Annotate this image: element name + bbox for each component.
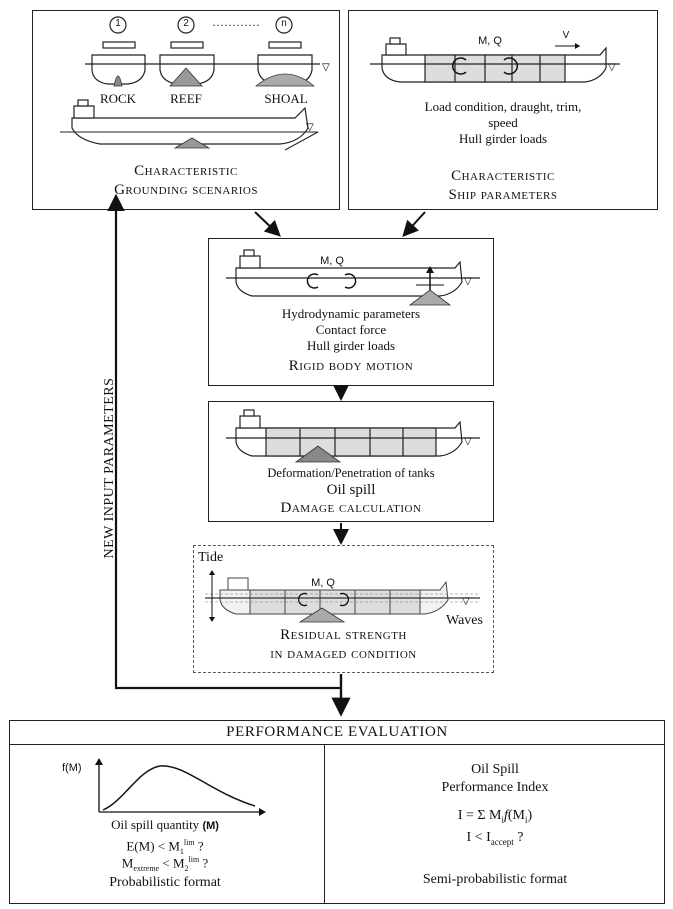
svg-text:▽: ▽ <box>306 122 314 133</box>
axis-y-label: f(M) <box>62 762 82 774</box>
ship-mq-label: M, Q <box>478 35 502 47</box>
accept-q: ? <box>513 830 524 845</box>
cond1-sub: 1 <box>179 846 184 856</box>
grounding-title-1: Characteristic <box>134 163 238 179</box>
ship-param-line3: Hull girder loads <box>458 131 548 146</box>
performance-column-divider <box>324 744 325 904</box>
ship-param-line2: speed <box>488 115 518 130</box>
cond2-lhs: M <box>121 855 134 871</box>
formula-f: f <box>503 808 508 823</box>
ship-title-2: Ship parameters <box>448 187 558 203</box>
label-shoal: SHOAL <box>264 91 308 106</box>
formula-end: ) <box>527 808 533 823</box>
axis-x-var: (M) <box>202 820 219 832</box>
cond2-op: < M <box>159 855 185 871</box>
marker-n: n <box>281 18 287 29</box>
residual-title-1: Residual strength <box>280 627 407 643</box>
condition-expected: E(M) < M1lim ? <box>20 838 310 856</box>
performance-index-label: Performance Index <box>441 780 549 795</box>
accept-condition: I < Iaccept ? <box>326 830 664 847</box>
ship-v-label: V <box>562 30 570 41</box>
condition-extreme: Mextreme < M2lim ? <box>20 855 310 873</box>
cond2-sub: 2 <box>184 863 189 873</box>
axis-x-label: Oil spill quantity (M) <box>20 817 310 833</box>
probabilistic-format-label: Probabilistic format <box>109 875 221 890</box>
ship-title-1: Characteristic <box>451 168 555 184</box>
cond2-q: ? <box>199 855 209 871</box>
svg-text:▽: ▽ <box>322 62 330 73</box>
cond1-sup: lim <box>183 838 195 847</box>
cond1-op: < M <box>154 838 180 854</box>
marker-dots: ………… <box>212 15 260 29</box>
rigid-line2: Contact force <box>315 322 387 337</box>
formula-tail: (M <box>507 808 525 823</box>
cond1-q: ? <box>194 838 204 854</box>
residual-title-2: in damaged condition <box>270 646 417 662</box>
accept-lhs: I < I <box>466 830 491 845</box>
residual-mq-label: M, Q <box>311 577 335 589</box>
cond2-lhs-sub: extreme <box>133 863 160 873</box>
semi-probabilistic-format-label: Semi-probabilistic format <box>422 872 568 887</box>
ship-param-line1: Load condition, draught, trim, <box>424 99 582 114</box>
svg-text:▽: ▽ <box>608 62 616 73</box>
index-formula: I = Σ Mif(Mi) <box>326 808 664 825</box>
svg-text:▽: ▽ <box>464 276 472 287</box>
damage-line1: Deformation/Penetration of tanks <box>267 466 435 480</box>
waves-label: Waves <box>446 613 483 628</box>
damage-line2: Oil spill <box>326 482 376 498</box>
rigid-line1: Hydrodynamic parameters <box>281 306 421 321</box>
performance-header-divider <box>9 744 665 745</box>
accept-sub: accept <box>490 836 514 847</box>
oil-spill-label: Oil Spill <box>471 762 519 777</box>
grounding-title-2: Grounding scenarios <box>114 182 258 198</box>
tide-label: Tide <box>198 550 224 565</box>
rigid-mq-label: M, Q <box>320 255 344 267</box>
marker-1: 1 <box>115 18 121 29</box>
axis-x-text: Oil spill quantity <box>111 817 200 832</box>
marker-2: 2 <box>183 18 189 29</box>
svg-text:▽: ▽ <box>462 596 470 607</box>
formula-tail-sub: i <box>525 814 528 825</box>
rigid-title: Rigid body motion <box>288 358 414 374</box>
formula-sub: i <box>501 814 504 825</box>
cond2-sup: lim <box>188 855 200 864</box>
damage-title: Damage calculation <box>280 500 422 516</box>
performance-header: PERFORMANCE EVALUATION <box>226 724 448 740</box>
svg-text:▽: ▽ <box>464 436 472 447</box>
formula-main: I = Σ M <box>457 808 502 823</box>
label-rock: ROCK <box>99 91 137 106</box>
rigid-line3: Hull girder loads <box>306 338 396 353</box>
cond1-lhs: E(M) <box>126 838 155 854</box>
label-reef: REEF <box>170 91 202 106</box>
